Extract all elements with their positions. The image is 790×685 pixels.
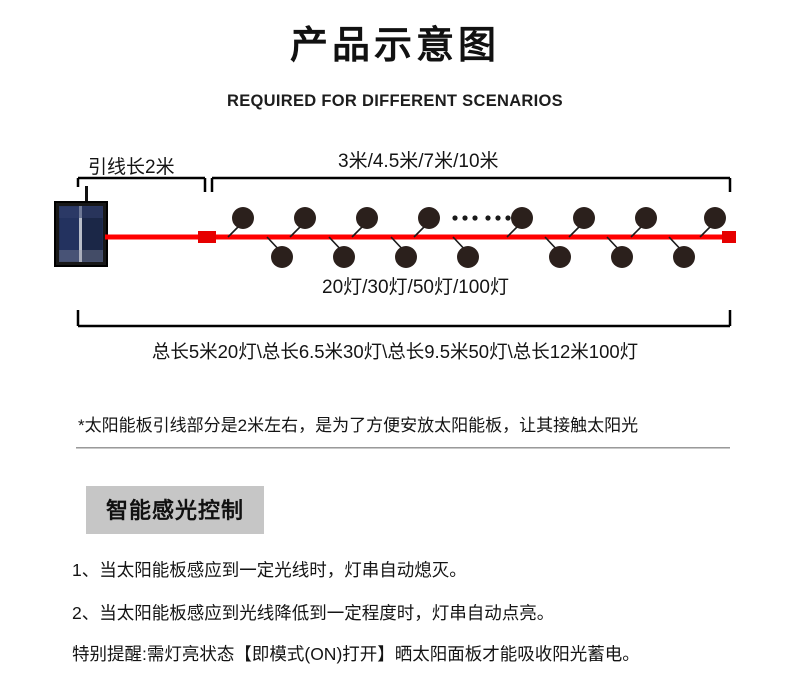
bulb-heads-bottom: [271, 246, 695, 268]
connector-start: [198, 231, 216, 243]
page-subtitle: REQUIRED FOR DIFFERENT SCENARIOS: [227, 92, 563, 110]
page-title: 产品示意图: [289, 25, 500, 67]
product-diagram: [0, 130, 790, 370]
connector-end: [722, 231, 736, 243]
lead-length-bracket: [76, 176, 207, 192]
total-length-label: 总长5米20灯\总长6.5米30灯\总长9.5米50灯\总长12米100灯: [151, 341, 639, 362]
solar-panel: [54, 186, 108, 267]
ellipsis-dots: [452, 215, 511, 221]
section-divider: [76, 447, 730, 449]
smart-control-item-2: 2、当太阳能板感应到光线降低到一定程度时，灯串自动点亮。: [72, 603, 555, 623]
smart-control-heading: 智能感光控制: [86, 486, 265, 534]
solar-panel-note: *太阳能板引线部分是2米左右，是为了方便安放太阳能板，让其接触太阳光: [78, 416, 639, 435]
lead-length-label: 引线长2米: [88, 157, 175, 178]
smart-control-item-1: 1、当太阳能板感应到一定光线时，灯串自动熄灭。: [72, 560, 467, 580]
strand-length-bracket: [210, 176, 732, 192]
bulb-heads-top: [232, 207, 726, 229]
special-reminder: 特别提醒:需灯亮状态【即模式(ON)打开】晒太阳面板才能吸收阳光蓄电。: [72, 644, 640, 664]
bulb-count-label: 20灯/30灯/50灯/100灯: [322, 277, 509, 298]
strand-length-label: 3米/4.5米/7米/10米: [338, 151, 499, 172]
diagram-canvas: [54, 176, 736, 328]
total-length-bracket: [76, 310, 732, 328]
